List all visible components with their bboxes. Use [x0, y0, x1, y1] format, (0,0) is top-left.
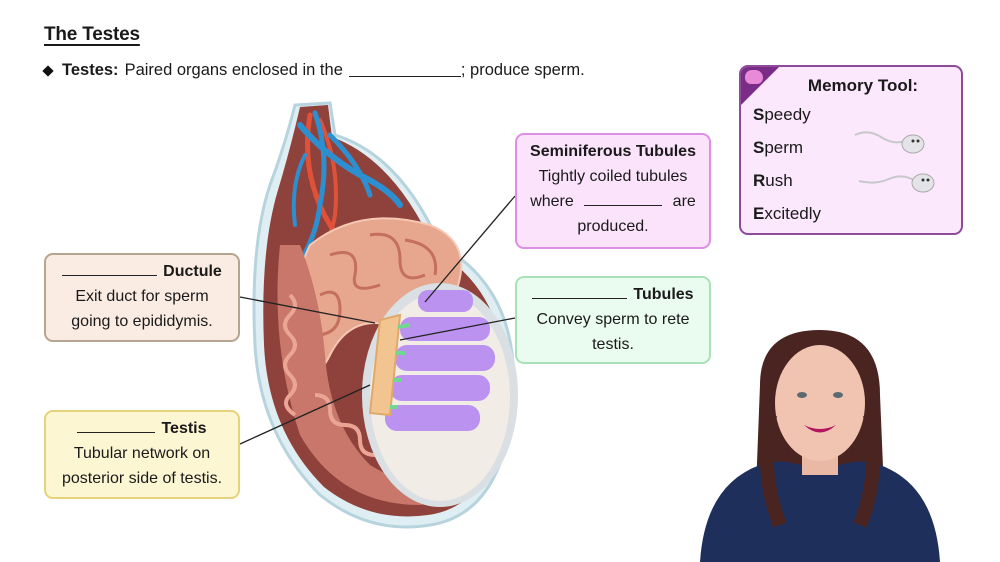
- presenter-video: [700, 330, 940, 562]
- label-desc-line: Exit duct for sperm: [75, 288, 209, 305]
- mnemonic-item: Speedy: [753, 105, 811, 124]
- label-box-rete-testis: Testis Tubular network on posterior side…: [44, 410, 240, 499]
- label-box-seminiferous-tubules: Seminiferous Tubules Tightly coiled tubu…: [515, 133, 711, 249]
- fill-in-blank: [532, 286, 628, 299]
- label-heading: Tubules: [517, 282, 709, 307]
- definition-text-end: ; produce sperm.: [460, 61, 585, 79]
- fill-in-blank: [77, 420, 156, 433]
- mnemonic-item: Excitedly: [753, 204, 822, 223]
- testis-cross-section-illustration: [252, 101, 518, 529]
- term: Testes:: [62, 61, 119, 79]
- memory-tool-title: Memory Tool:: [807, 76, 919, 95]
- label-desc-line: produced.: [577, 218, 649, 235]
- label-heading: Seminiferous Tubules: [530, 143, 696, 160]
- mnemonic-item: Sperm: [753, 138, 804, 157]
- label-desc-line: posterior side of testis.: [61, 470, 223, 487]
- fill-in-blank: [584, 193, 663, 206]
- label-desc-line: Tubular network on: [73, 445, 211, 462]
- label-heading: Ductule: [46, 259, 238, 284]
- fill-in-blank: [348, 64, 461, 77]
- memory-tool-card: Memory Tool: Speedy Sperm Rush Excitedly: [739, 65, 963, 235]
- label-box-straight-tubules: Tubules Convey sperm to rete testis.: [515, 276, 711, 364]
- label-heading: Testis: [46, 416, 238, 441]
- brain-icon: [745, 70, 763, 84]
- sperm-cartoon-icon: [858, 173, 935, 193]
- page-title: The Testes: [44, 24, 140, 45]
- mnemonic-item: Rush: [753, 171, 793, 190]
- testes-definition: Testes: Paired organs enclosed in the ; …: [42, 61, 585, 80]
- label-desc-line: testis.: [592, 336, 634, 353]
- label-desc-line: going to epididymis.: [71, 313, 213, 330]
- sperm-cartoon-icon: [854, 131, 925, 154]
- label-desc-line: Tightly coiled tubules: [538, 168, 688, 185]
- label-desc-line: Convey sperm to rete: [536, 311, 690, 328]
- label-box-efferent-ductule: Ductule Exit duct for sperm going to epi…: [44, 253, 240, 342]
- fill-in-blank: [62, 263, 158, 276]
- definition-text-start: Paired organs enclosed in the: [124, 61, 343, 79]
- label-desc-line: where are: [530, 193, 696, 210]
